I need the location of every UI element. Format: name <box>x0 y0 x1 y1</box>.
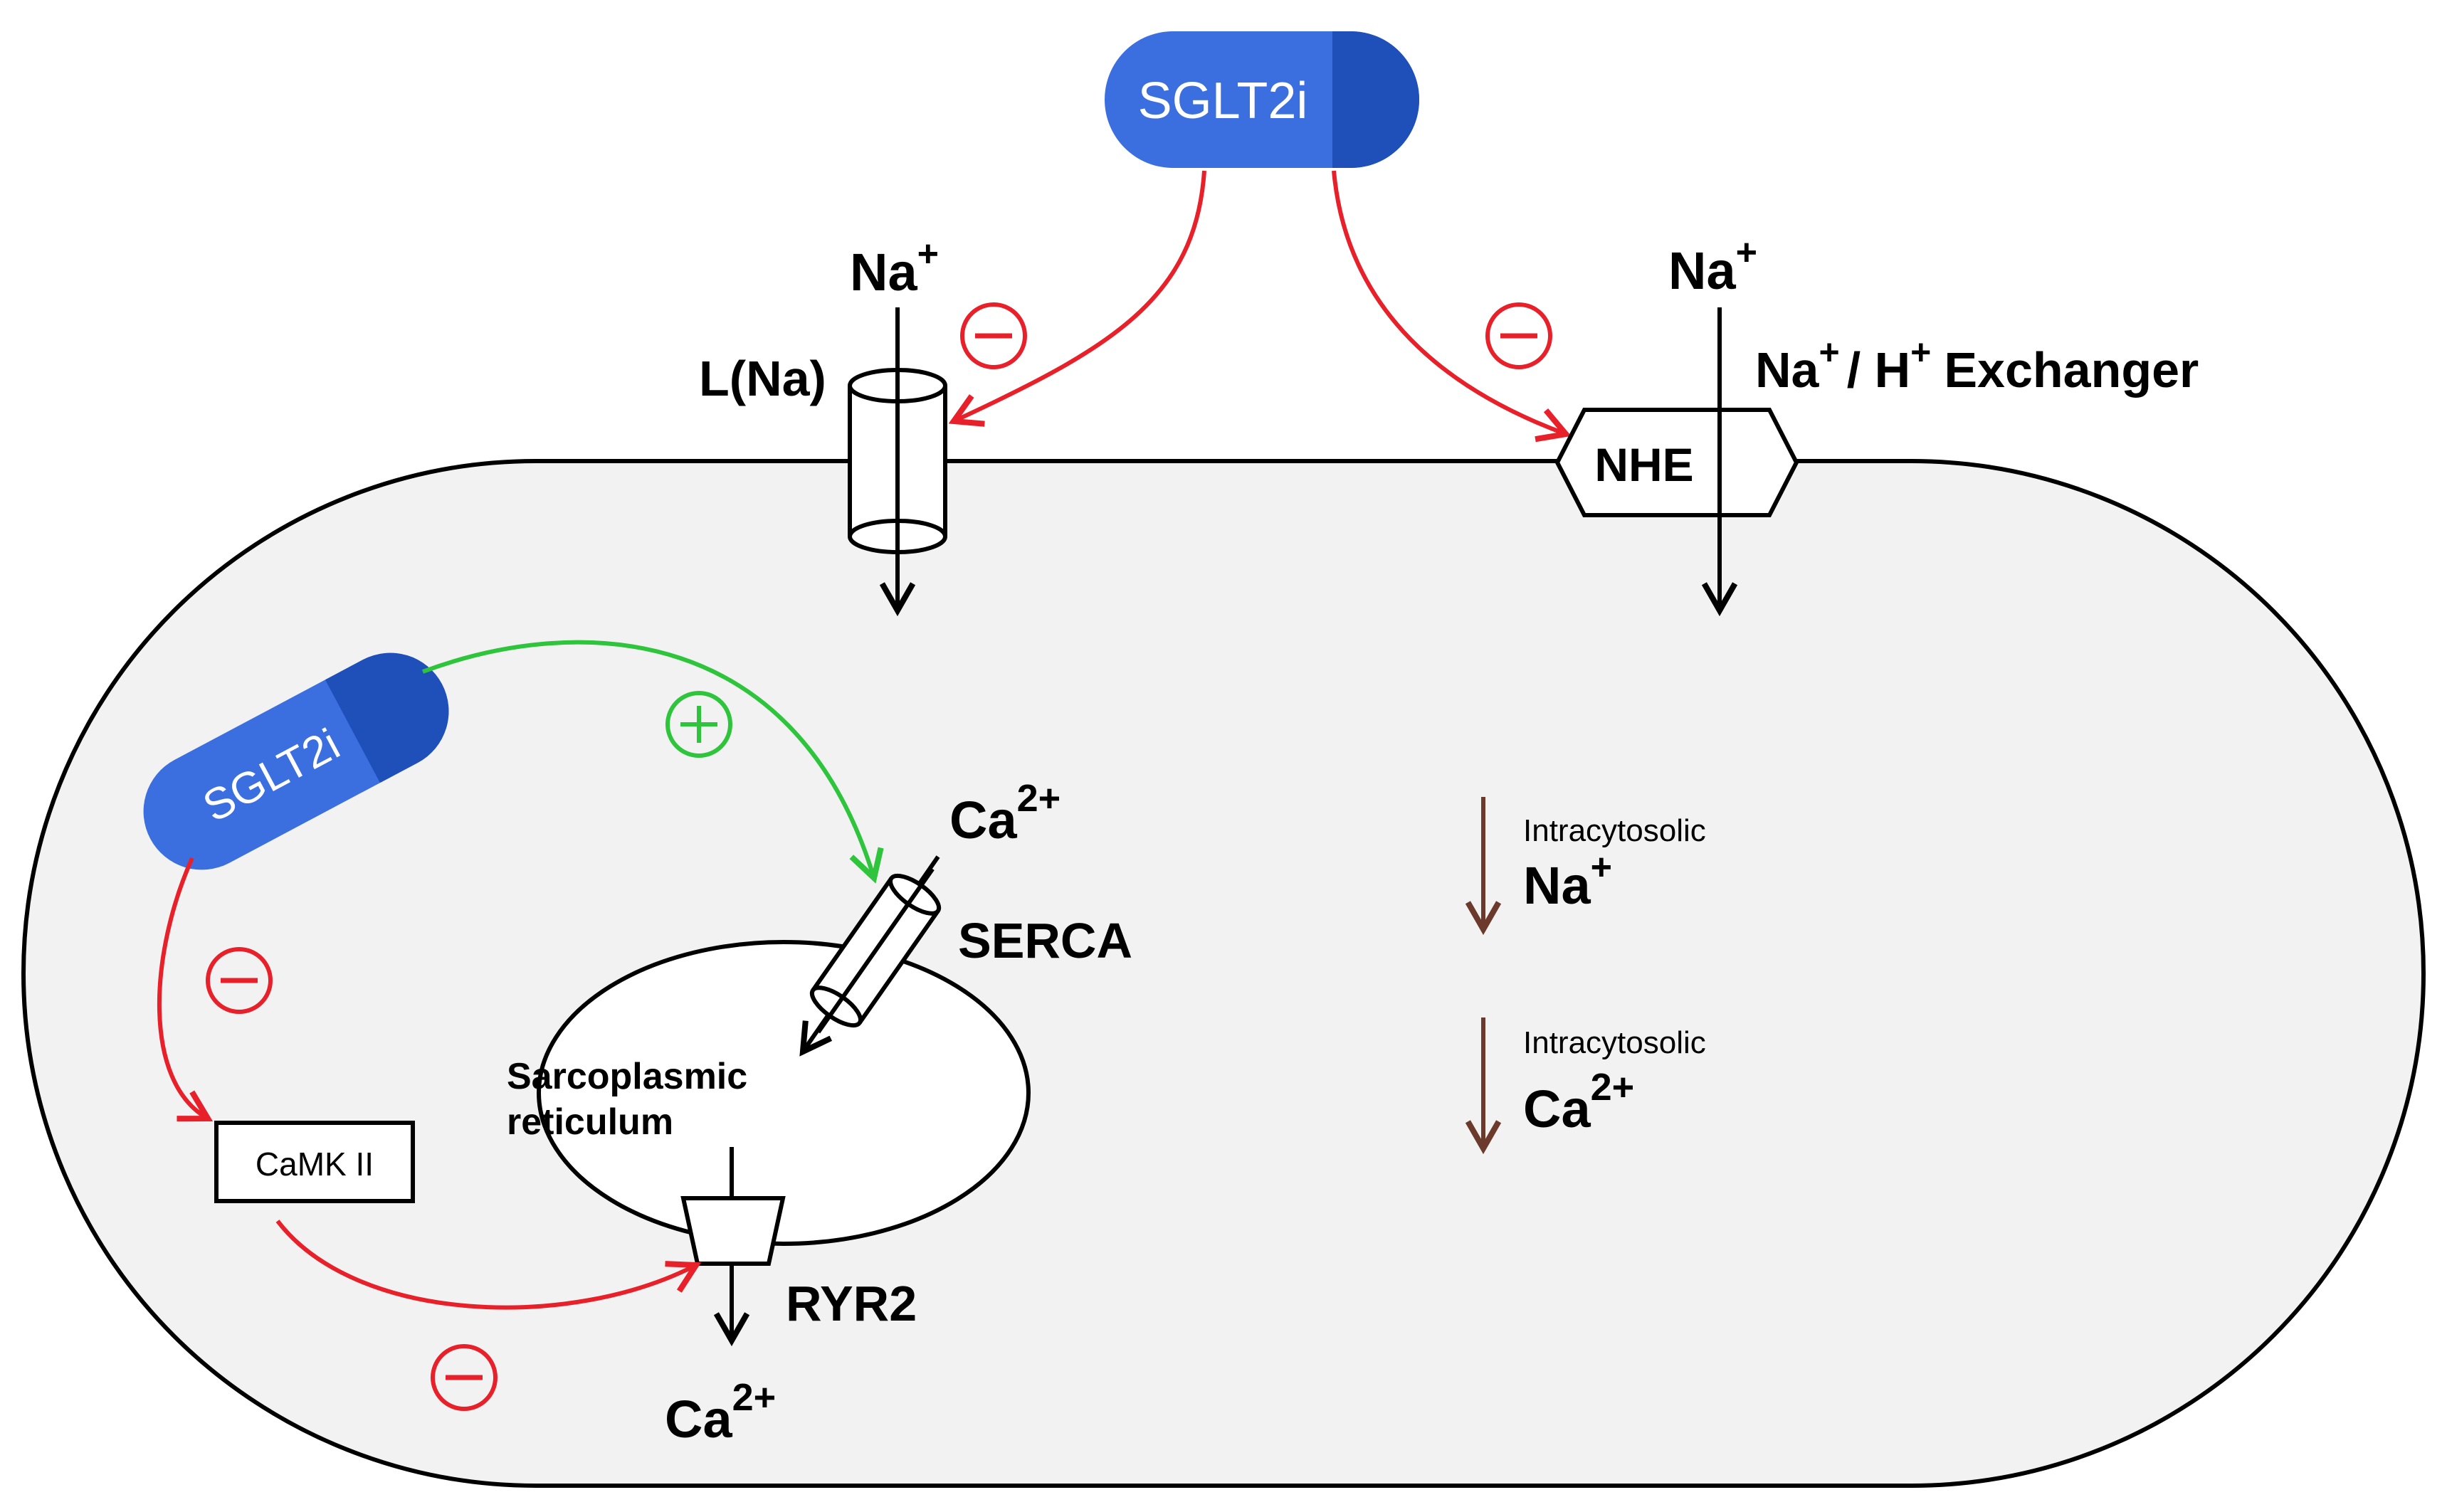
lna-ion-label: Na+ <box>850 233 939 302</box>
inhibit-symbol-nhe <box>1485 302 1552 369</box>
ryr2-ion-label: Ca2+ <box>665 1376 776 1449</box>
nhe-label: NHE <box>1594 438 1693 491</box>
activate-symbol-serca <box>665 691 732 758</box>
camk-label: CaMK II <box>256 1146 374 1183</box>
sr-label-line1: Sarcoplasmic <box>507 1056 747 1097</box>
inhibit-arrow-to-nhe <box>1332 170 1572 443</box>
nhe-ion-label: Na+ <box>1668 232 1757 300</box>
ryr2-label: RYR2 <box>786 1276 917 1331</box>
inhibit-symbol-lna <box>960 302 1027 369</box>
serca-label: SERCA <box>958 913 1132 968</box>
inhibit-arrow-to-lna <box>948 170 1206 427</box>
inhibit-arrow-to-camk <box>157 857 214 1122</box>
inhibit-arrow-camk-to-ryr2 <box>275 1220 702 1310</box>
camk-box <box>214 1121 415 1203</box>
nhe-full-name: Na+/ H+Exchanger <box>1755 332 2199 398</box>
effect-ca-ion: Ca2+ <box>1523 1066 1634 1138</box>
serca-pump <box>809 867 942 1034</box>
ryr2-channel <box>680 1196 786 1266</box>
nhe-exchanger: NHE <box>1554 408 1799 517</box>
sr-label-line2: reticulum <box>507 1101 673 1143</box>
sglt2i-drug-inner: SGLT2i <box>143 652 449 870</box>
sarcoplasmic-reticulum <box>537 940 1031 1246</box>
effect-na-ion: Na+ <box>1523 847 1612 915</box>
activate-arrow-to-serca <box>421 640 884 884</box>
serca-ion-label: Ca2+ <box>949 777 1061 850</box>
cell-membrane <box>21 459 2426 1488</box>
sglt2i-drug-top: SGLT2i <box>1105 31 1419 168</box>
effect-ca-caption: Intracytosolic <box>1523 1025 1706 1060</box>
sglt2i-top-label: SGLT2i <box>1138 73 1308 129</box>
inhibit-symbol-ryr2 <box>431 1344 498 1411</box>
effect-na-caption: Intracytosolic <box>1523 813 1706 848</box>
lna-channel-label: L(Na) <box>699 351 826 406</box>
inhibit-symbol-camk <box>206 947 273 1014</box>
